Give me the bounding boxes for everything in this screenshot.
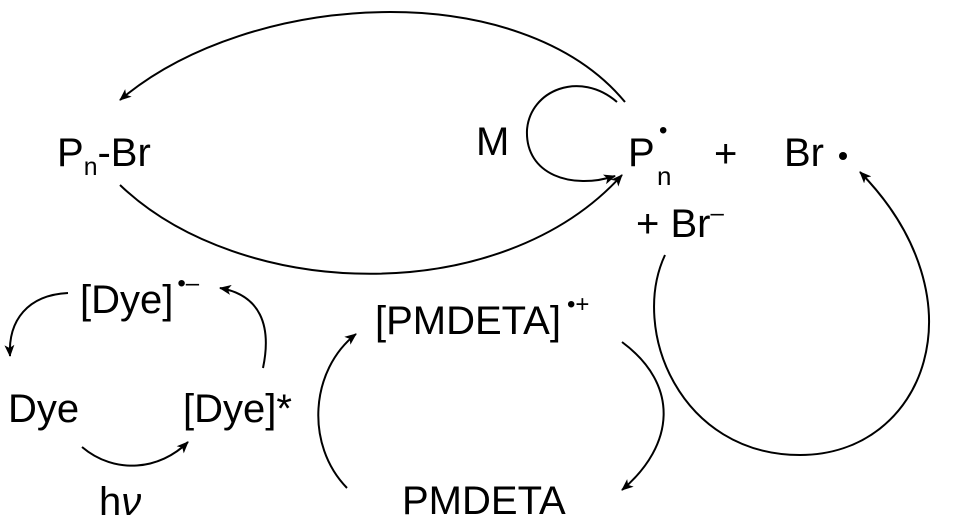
pn-rad-subscript: n: [657, 161, 672, 191]
pmdeta-cation-main: [PMDETA]: [375, 299, 561, 343]
bromine-radical-dot: [839, 152, 847, 160]
pn-rad-dot: •: [659, 117, 668, 144]
bromide-label: + Br–: [636, 202, 724, 246]
light-nu: ν: [121, 480, 142, 524]
propagation-arrow: [525, 85, 618, 185]
pmdeta-radical-cation-label: [PMDETA]•+: [375, 293, 589, 343]
propagating-radical-label: P n •: [628, 119, 671, 190]
dye-anion-charge: •–: [177, 270, 200, 297]
dye-label: Dye: [8, 387, 80, 431]
light-h: h: [99, 480, 122, 524]
pmdeta-label: PMDETA: [402, 479, 566, 523]
pmdeta-cation-charge: •+: [566, 291, 590, 318]
activation-arrow: [119, 174, 623, 275]
excited-dye-label: [Dye]*: [183, 387, 292, 431]
dye-anion-to-dye-arrow: [4, 292, 69, 357]
monomer-label: M: [476, 120, 510, 164]
bromide-oxidation-arrow: [653, 171, 930, 457]
dye-radical-anion-label: [Dye]•–: [80, 272, 199, 322]
bromide-charge: –: [710, 200, 724, 227]
pn-br-subscript: n: [83, 154, 98, 181]
pn-br-tail: -Br: [97, 131, 151, 175]
pmdeta-reduction-arrow: [621, 341, 665, 491]
deactivation-arrow: [119, 11, 626, 103]
dye-anion-main: [Dye]: [80, 278, 174, 322]
pn-rad-main: P: [628, 131, 655, 175]
excited-dye-reduction-arrow: [219, 284, 267, 369]
pmdeta-oxidation-arrow: [317, 333, 357, 489]
bromine-radical-label: Br: [784, 131, 824, 175]
pn-br-main: P: [57, 131, 84, 175]
dye-excitation-arrow: [81, 441, 189, 467]
light-label: hν: [99, 482, 141, 522]
bromide-prefix: + Br: [636, 202, 711, 246]
dormant-chain-label: Pn-Br: [57, 133, 151, 181]
plus-sign: +: [714, 132, 738, 176]
